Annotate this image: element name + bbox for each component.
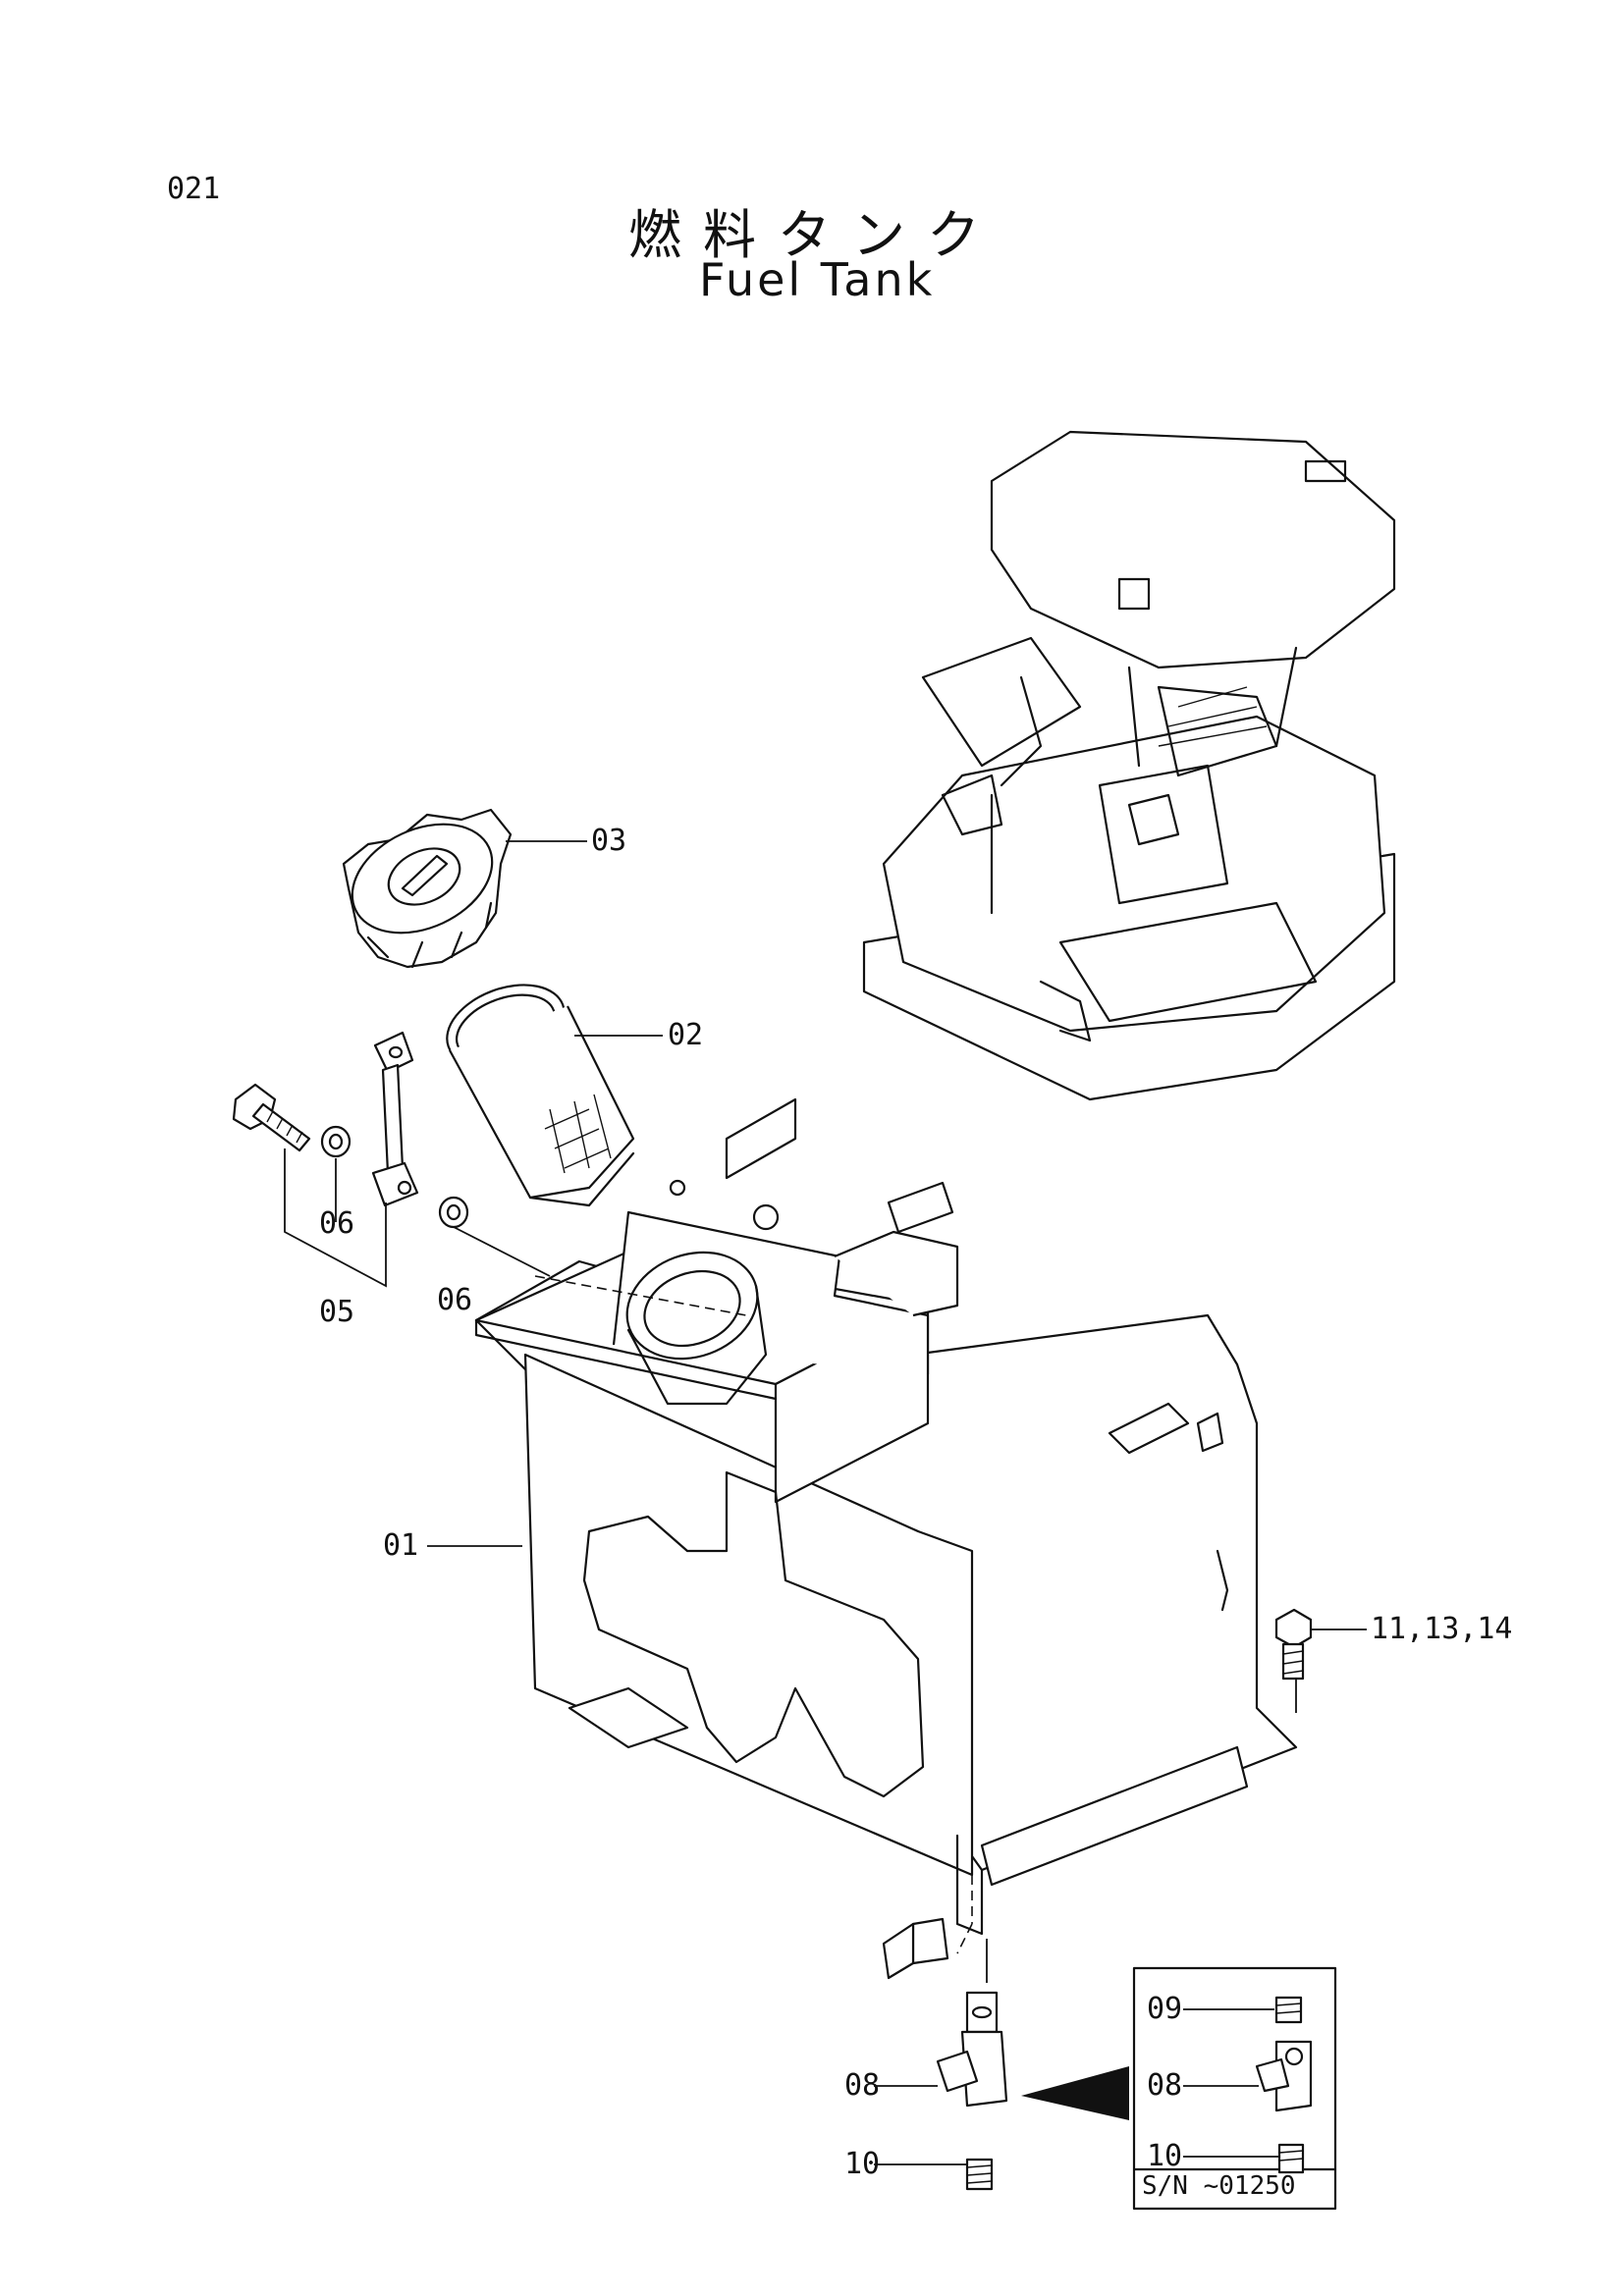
drain-cock-drawing [936, 1991, 1129, 2191]
inset-callout-09: 09 [1147, 1992, 1183, 2026]
page-title-japanese: 燃料タンク [628, 204, 1001, 266]
inset-callout-10: 10 [1147, 2139, 1183, 2173]
plug-bolt-drawing [1274, 1608, 1313, 1681]
callout-02: 02 [668, 1018, 704, 1052]
fuel-strainer-drawing [446, 984, 635, 1207]
callout-01: 01 [383, 1528, 419, 1563]
inset-pointer-arrow [1021, 2066, 1129, 2120]
page-number: 021 [167, 172, 221, 206]
callout-08: 08 [844, 2068, 881, 2103]
level-gauge-drawing [371, 1031, 419, 1207]
serial-inset-box [1132, 1966, 1337, 2211]
inset-callout-08: 08 [1147, 2068, 1183, 2103]
callout-leader-lines [427, 840, 1367, 2165]
callout-05: 05 [319, 1295, 355, 1329]
callout-03: 03 [591, 824, 627, 858]
page-title-english: Fuel Tank [699, 253, 936, 306]
serial-number-note: S/N ~01250 [1142, 2171, 1296, 2201]
callout-06-right: 06 [437, 1283, 473, 1317]
callout-10: 10 [844, 2147, 881, 2181]
fuel-tank-body-drawing [474, 1097, 1298, 1983]
callout-11-13-14: 11,13,14 [1371, 1612, 1513, 1646]
bolt-and-washer-drawing [232, 1083, 551, 1288]
machine-overview-drawing [862, 430, 1396, 1101]
callout-06-left: 06 [319, 1206, 355, 1241]
fuel-cap-drawing [342, 808, 513, 969]
